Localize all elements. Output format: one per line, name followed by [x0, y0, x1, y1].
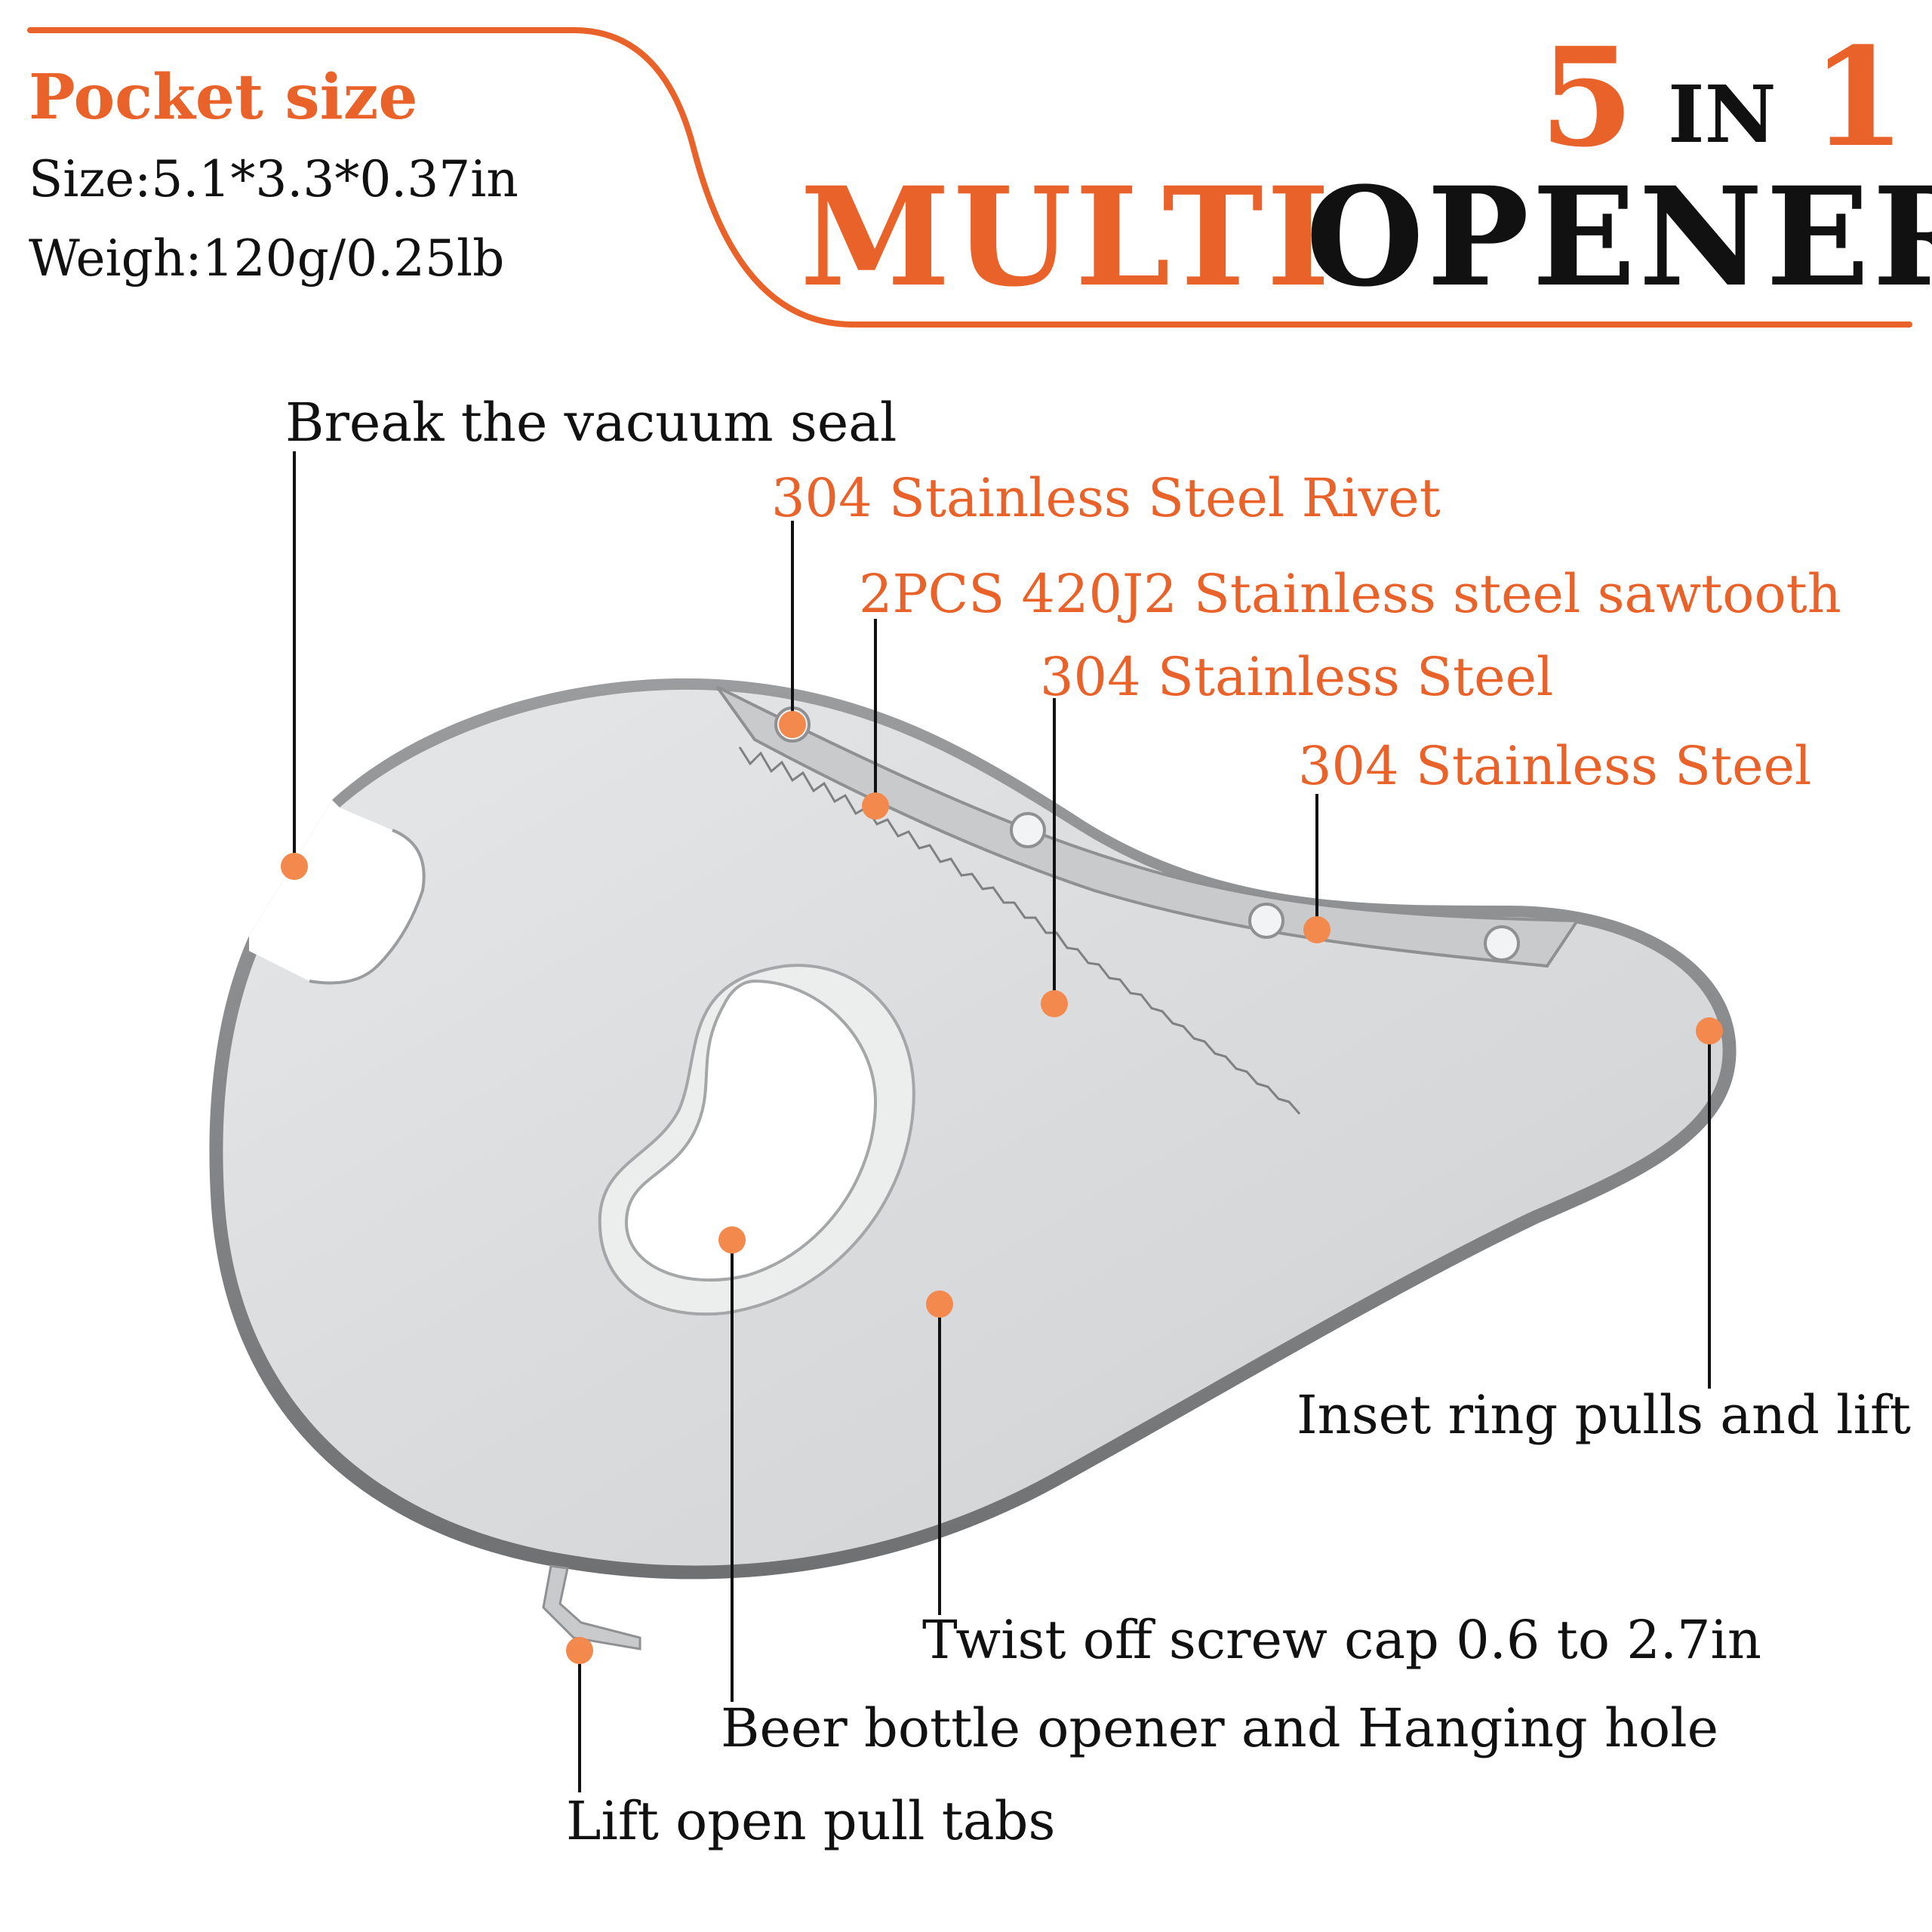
callout-dots [281, 711, 1723, 1664]
rivet [1484, 925, 1520, 961]
opener-body-face [223, 689, 1723, 1566]
callout-rivet: 304 Stainless Steel Rivet [771, 467, 1441, 529]
header-swoosh-line [27, 27, 1912, 328]
rivet [1010, 812, 1046, 848]
weight-spec: Weigh:120g/0.25lb [29, 229, 505, 288]
callout-ring-pulls: Inset ring pulls and lift [1297, 1384, 1911, 1446]
title-one: 1 [1811, 18, 1909, 177]
leader-lines [293, 451, 1711, 1792]
callout-sawtooth: 2PCS 420J2 Stainless steel sawtooth [859, 563, 1841, 625]
bottle-opener-hole [624, 979, 878, 1282]
pull-tab-hook [542, 1564, 641, 1651]
title-five: 5 [1540, 18, 1638, 177]
title-multi: MULTI [800, 158, 1334, 317]
vacuum-seal-notch [249, 800, 424, 983]
title-opener: OPENER [1306, 158, 1932, 317]
callout-beer-opener: Beer bottle opener and Hanging hole [721, 1697, 1719, 1759]
pocket-size-heading: Pocket size [29, 61, 418, 134]
rivet [1248, 903, 1284, 939]
size-spec: Size:5.1*3.3*0.37in [29, 150, 518, 208]
title-in: IN [1668, 68, 1777, 161]
callout-pull-tabs: Lift open pull tabs [566, 1790, 1056, 1852]
callout-vacuum-seal: Break the vacuum seal [285, 392, 897, 454]
callout-steel-2: 304 Stainless Steel [1298, 735, 1812, 797]
callout-screw-cap: Twist off screw cap 0.6 to 2.7in [922, 1609, 1762, 1671]
callout-steel-1: 304 Stainless Steel [1040, 646, 1554, 708]
